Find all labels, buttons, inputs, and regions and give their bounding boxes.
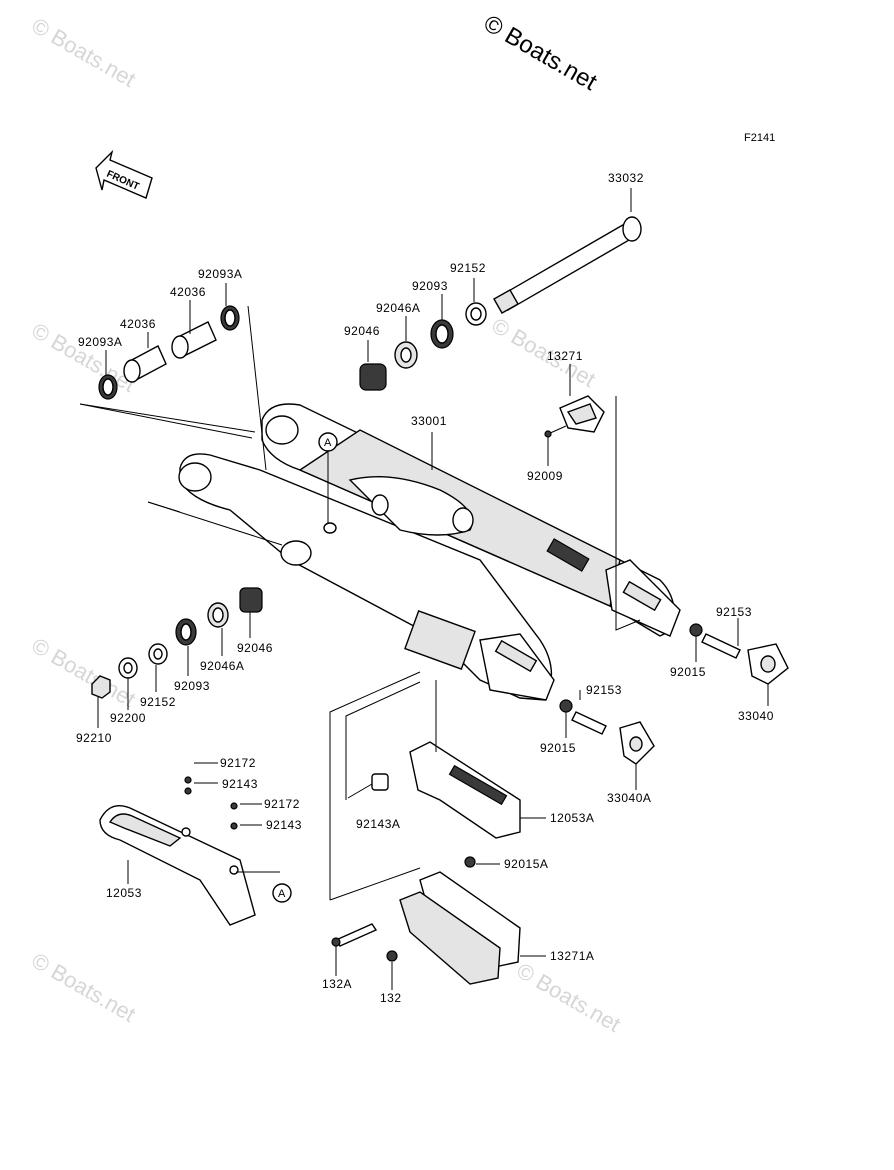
part-label-33032: 33032 [608,171,644,185]
part-label-92046A: 92046A [376,301,420,315]
part-label-92015A: 92015A [504,857,548,871]
part-label-92152: 92152 [140,695,176,709]
chain-guide-12053A [347,741,521,839]
part-label-33040: 33040 [738,709,774,723]
pivot-shaft-33032 [493,216,642,314]
swingarm-33001 [178,403,681,701]
part-label-92093: 92093 [412,279,448,293]
part-label-13271: 13271 [547,349,583,363]
watermark: © Boats.net [488,313,600,392]
part-label-42036: 42036 [170,285,206,299]
part-label-33040A: 33040A [607,791,651,805]
part-label-92046A: 92046A [200,659,244,673]
part-label-92172: 92172 [220,756,256,770]
part-label-92015: 92015 [670,665,706,679]
part-label-92015: 92015 [540,741,576,755]
part-label-92152: 92152 [450,261,486,275]
part-label-92143: 92143 [222,777,258,791]
part-label-92153: 92153 [586,683,622,697]
part-label-92093A: 92093A [78,335,122,349]
callout-a-label: A [278,888,286,900]
part-label-13271A: 13271A [550,949,594,963]
part-labels: 33032 92093A 42036 42036 92093A 92152 92… [76,171,774,1005]
part-label-92009: 92009 [527,469,563,483]
part-label-42036: 42036 [120,317,156,331]
chain-guide-13271A [331,856,521,985]
watermark: © Boats.net [28,13,140,92]
top-bearings [359,302,487,391]
part-label-92143: 92143 [266,818,302,832]
front-arrow-icon: FRONT [95,149,153,199]
chain-slider-13271 [544,395,605,438]
part-label-92210: 92210 [76,731,112,745]
part-label-92093: 92093 [174,679,210,693]
callout-a-marker: A [318,432,338,534]
copyright-text: © Boats.net [479,10,602,96]
part-label-12053: 12053 [106,886,142,900]
watermark: © Boats.net [28,948,140,1027]
part-label-132: 132 [380,991,402,1005]
top-bushings [98,305,240,400]
figure-code: F2141 [744,132,775,144]
chain-slipper-12053: A [99,776,292,926]
part-label-92153: 92153 [716,605,752,619]
part-label-92200: 92200 [110,711,146,725]
part-label-132A: 132A [322,977,352,991]
bottom-bearings [91,587,263,699]
watermark: © Boats.net [513,958,625,1037]
part-label-92143A: 92143A [356,817,400,831]
part-label-92093A: 92093A [198,267,242,281]
part-label-92172: 92172 [264,797,300,811]
part-label-92046: 92046 [344,324,380,338]
part-label-92046: 92046 [237,641,273,655]
part-label-12053A: 12053A [550,811,594,825]
chain-adjusters [559,623,789,765]
part-label-33001: 33001 [411,414,447,428]
leader-lines [79,188,769,990]
callout-a-label: A [324,437,332,449]
